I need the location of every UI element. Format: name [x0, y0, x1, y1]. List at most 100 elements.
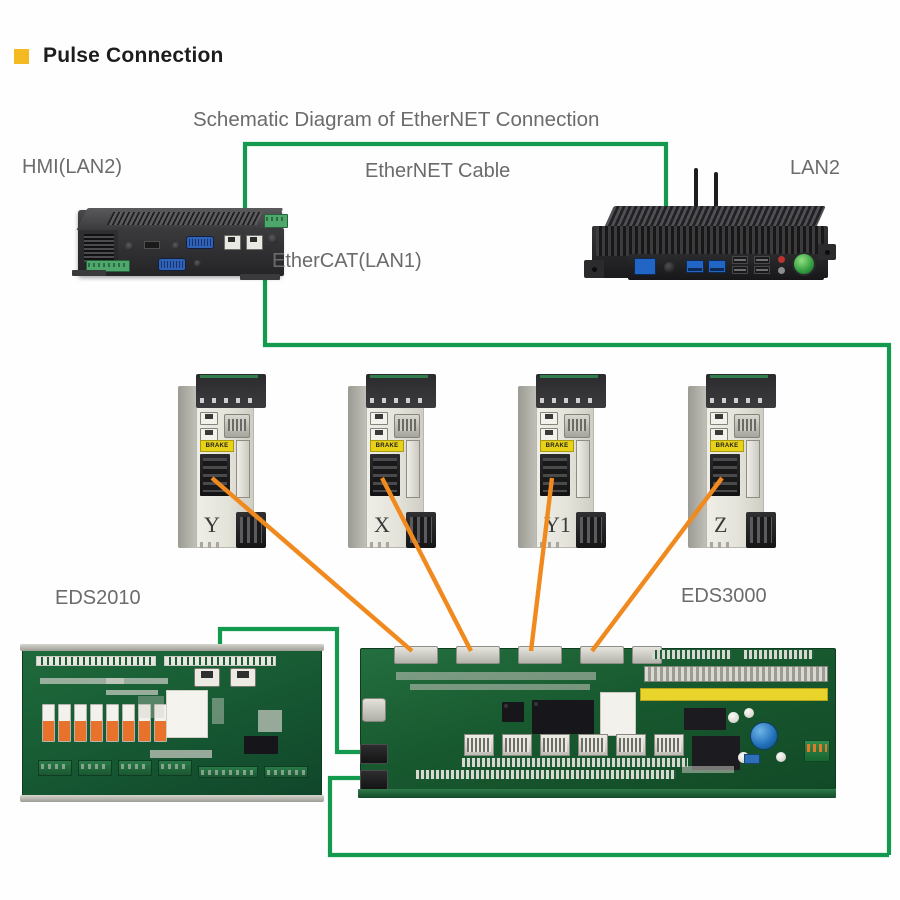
eds2010-relay-1 — [42, 704, 55, 742]
hmi-rj45-lan2-port[interactable] — [224, 235, 241, 250]
eds3000-conn-5[interactable] — [616, 734, 646, 756]
servo-rj45-in-port[interactable] — [540, 412, 558, 425]
servo-rj45-out-port[interactable] — [370, 428, 388, 441]
eds3000-main-board[interactable] — [352, 640, 844, 800]
hmi-terminal-block-left — [86, 260, 130, 272]
servo-bottom-vents — [540, 542, 564, 548]
eds3000-conn-6[interactable] — [654, 734, 684, 756]
servo-power-connector[interactable] — [394, 414, 420, 438]
servo-side-panel — [518, 386, 538, 548]
servo-power-connector[interactable] — [734, 414, 760, 438]
hmi-power-jack[interactable] — [125, 242, 134, 251]
eds2010-rj45-port-1[interactable] — [194, 668, 220, 687]
eds3000-output-terminal[interactable] — [804, 740, 830, 762]
servo-terminal-block — [710, 454, 740, 496]
pc-usb2-port-1[interactable] — [732, 256, 748, 264]
pc-mount-ear-right — [818, 244, 836, 260]
eds3000-pulse-connector-1[interactable] — [394, 646, 438, 664]
eds3000-return-cable — [327, 775, 889, 858]
servo-encoder-slot[interactable] — [576, 440, 590, 498]
eds3000-conn-3[interactable] — [540, 734, 570, 756]
eds3000-cap-3 — [738, 752, 749, 763]
pc-usb2-port-3[interactable] — [754, 256, 770, 264]
hmi-industrial-pc[interactable] — [62, 198, 294, 293]
eds3000-cap-2 — [744, 708, 754, 718]
eds3000-smd-row-3 — [682, 766, 734, 773]
servo-drive-z[interactable]: BRAKE Z — [688, 374, 784, 554]
eds3000-pulse-connector-3[interactable] — [518, 646, 562, 664]
eds3000-blue-capacitor — [750, 722, 778, 750]
servo-brake-label: BRAKE — [540, 440, 574, 452]
eds2010-controller-board[interactable] — [20, 644, 324, 802]
eds3000-conn-2[interactable] — [502, 734, 532, 756]
eds3000-pin-row-top-1 — [652, 650, 732, 659]
eds2010-info-label — [166, 690, 208, 738]
pc-usb3-port-1[interactable] — [686, 260, 704, 273]
eds2010-terminal-2 — [78, 760, 112, 776]
eds2010-terminal-3 — [118, 760, 152, 776]
hmi-hdmi-port[interactable] — [144, 241, 160, 249]
eds2010-header-right — [164, 656, 276, 666]
servo-rj45-out-port[interactable] — [200, 428, 218, 441]
servo-terminal-block — [200, 454, 230, 496]
servo-status-leds — [710, 398, 766, 403]
pc-led-red — [778, 256, 785, 263]
servo-encoder-slot[interactable] — [236, 440, 250, 498]
servo-drive-x[interactable]: BRAKE X — [348, 374, 444, 554]
servo-brake-label: BRAKE — [710, 440, 744, 452]
eds3000-conn-4[interactable] — [578, 734, 608, 756]
eds2010-bottom-rail — [20, 795, 324, 802]
eds3000-bottom-edge — [358, 789, 836, 798]
eds2010-rj45-port-2[interactable] — [230, 668, 256, 687]
antenna-right-icon — [714, 172, 718, 210]
eds3000-pulse-connector-2[interactable] — [456, 646, 500, 664]
hmi-rj45-lan1-port[interactable] — [246, 235, 263, 250]
servo-side-panel — [178, 386, 198, 548]
servo-encoder-slot[interactable] — [406, 440, 420, 498]
eds3000-smd-row-1 — [396, 672, 596, 680]
servo-terminal-block — [540, 454, 570, 496]
eds2010-relay-2 — [58, 704, 71, 742]
hmi-screw-hole — [194, 260, 201, 267]
eds2010-pin-row — [150, 750, 212, 758]
servo-bottom-vents — [370, 542, 394, 548]
ethercat-lan1-label: EtherCAT(LAN1) — [272, 250, 422, 272]
eds2010-smd-row-3 — [106, 678, 168, 684]
pc-audio-jack[interactable] — [664, 262, 675, 273]
ethercat-cable-path — [262, 248, 892, 855]
eds3000-warning-label — [640, 688, 828, 701]
servo-rj45-in-port[interactable] — [370, 412, 388, 425]
servo-power-connector[interactable] — [224, 414, 250, 438]
servo-rj45-in-port[interactable] — [200, 412, 218, 425]
eds2010-smd-row-2 — [106, 690, 158, 695]
servo-drive-y1[interactable]: BRAKE Y1 — [518, 374, 614, 554]
eds2010-relay-6 — [122, 704, 135, 742]
pc-usb2-port-4[interactable] — [754, 266, 770, 274]
servo-power-connector[interactable] — [564, 414, 590, 438]
servo-drive-y[interactable]: BRAKE Y — [178, 374, 274, 554]
hmi-vent-slots — [106, 212, 264, 225]
eds3000-rj45-port-lower[interactable] — [360, 770, 388, 790]
hmi-vga-port-upper[interactable] — [186, 236, 214, 249]
eds3000-cap-4 — [776, 752, 786, 762]
pc-power-button[interactable] — [792, 252, 816, 276]
pc-usb2-port-2[interactable] — [732, 266, 748, 274]
eds3000-conn-1[interactable] — [464, 734, 494, 756]
eds2010-terminal-1 — [38, 760, 72, 776]
fanless-industrial-pc[interactable] — [578, 168, 842, 300]
pc-displayport-left[interactable] — [634, 258, 656, 275]
hmi-side-fins — [84, 234, 114, 262]
eds3000-db-connector[interactable] — [362, 698, 386, 722]
pc-usb3-port-2[interactable] — [708, 260, 726, 273]
eds2010-relay-3 — [74, 704, 87, 742]
eds2010-smd-row-1 — [40, 678, 124, 684]
servo-rj45-in-port[interactable] — [710, 412, 728, 425]
hmi-vga-port-lower[interactable] — [158, 258, 186, 271]
eds3000-pulse-connector-4[interactable] — [580, 646, 624, 664]
servo-status-leds — [540, 398, 596, 403]
servo-axis-label: Y1 — [544, 512, 571, 537]
eds3000-rj45-port-upper[interactable] — [360, 744, 388, 764]
eds3000-ic-small — [502, 702, 524, 722]
servo-encoder-slot[interactable] — [746, 440, 760, 498]
